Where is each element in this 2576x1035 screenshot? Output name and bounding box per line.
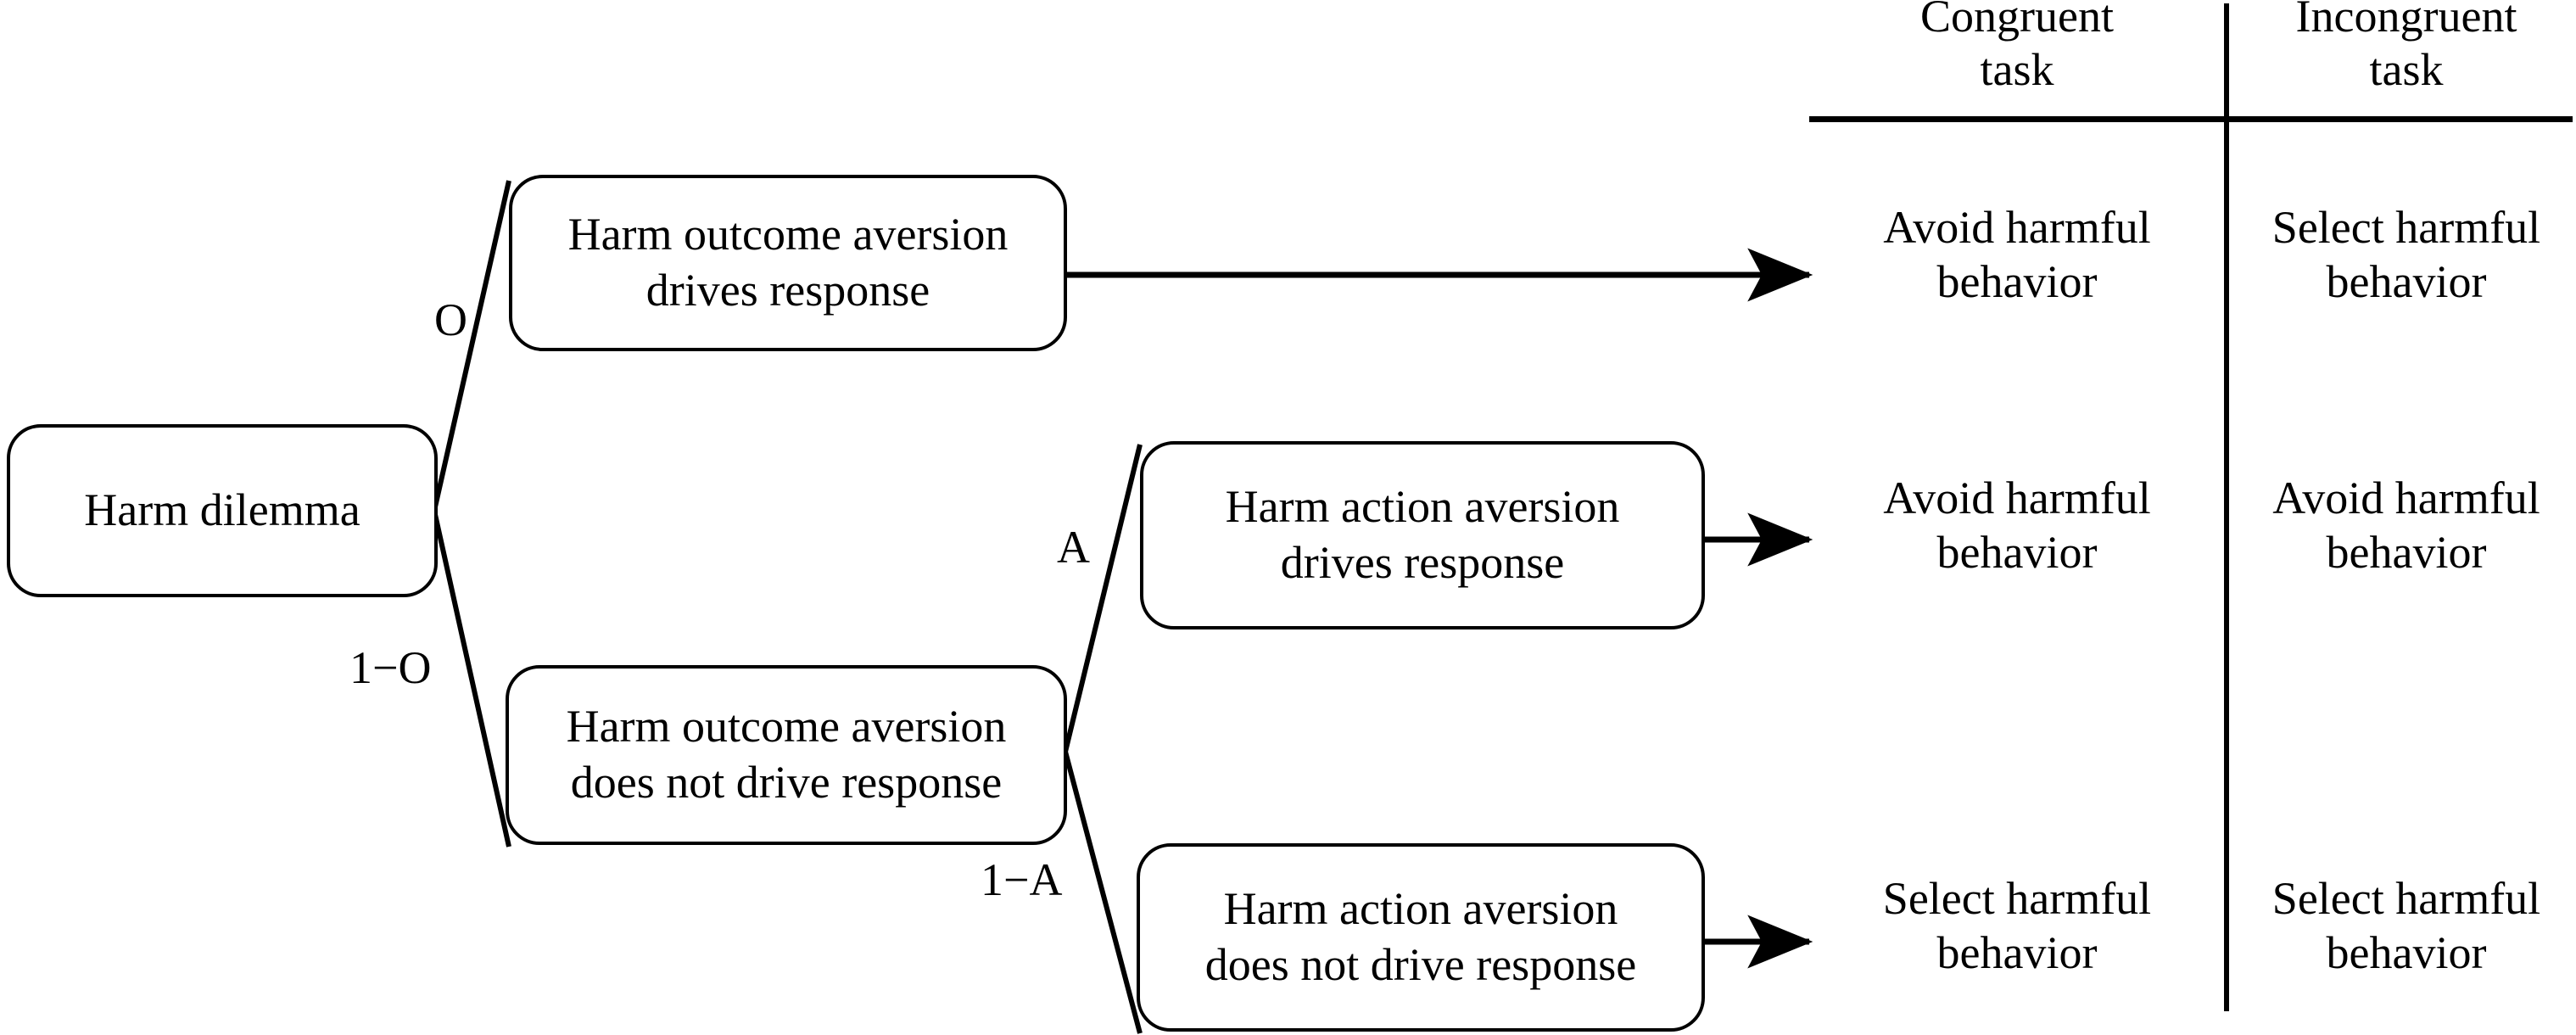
- column-header-incongruent: Incongruent task: [2295, 0, 2517, 95]
- branch-label-action-yes: A: [1057, 522, 1090, 573]
- outcome-congruent-row-1: Avoid harmful behavior: [1883, 202, 2151, 307]
- branch-label-outcome-yes: O: [434, 294, 467, 345]
- outcome-incongruent-row-2: Avoid harmful behavior: [2272, 473, 2540, 578]
- edge-outcome-to-action-drives: [1063, 444, 1143, 752]
- header-underline: [1809, 116, 2573, 122]
- branch-label-outcome-no: 1−O: [349, 642, 432, 693]
- node-outcome-aversion-not-drives-label: Harm outcome aversion does not drive res…: [566, 701, 1007, 808]
- column-divider: [2224, 3, 2229, 1011]
- node-action-aversion-not-drives[interactable]: Harm action aversion does not drive resp…: [1137, 843, 1705, 1032]
- outcome-congruent-row-2: Avoid harmful behavior: [1883, 473, 2151, 578]
- edge-root-to-outcome-not-drives: [432, 510, 511, 848]
- column-header-congruent: Congruent task: [1920, 0, 2114, 95]
- node-action-aversion-drives-label: Harm action aversion drives response: [1225, 481, 1620, 588]
- node-harm-dilemma-label: Harm dilemma: [84, 484, 360, 536]
- outcome-incongruent-row-1: Select harmful behavior: [2271, 202, 2541, 307]
- outcome-incongruent-row-3: Select harmful behavior: [2271, 873, 2541, 978]
- node-action-aversion-not-drives-label: Harm action aversion does not drive resp…: [1204, 883, 1637, 990]
- node-outcome-aversion-drives-label: Harm outcome aversion drives response: [567, 209, 1009, 316]
- node-outcome-aversion-not-drives[interactable]: Harm outcome aversion does not drive res…: [506, 665, 1067, 845]
- edge-root-to-outcome-drives: [432, 180, 511, 512]
- outcome-congruent-row-3: Select harmful behavior: [1882, 873, 2152, 978]
- branch-label-action-no: 1−A: [981, 854, 1063, 905]
- node-harm-dilemma[interactable]: Harm dilemma: [7, 424, 438, 597]
- node-action-aversion-drives[interactable]: Harm action aversion drives response: [1140, 441, 1705, 629]
- edge-outcome-to-action-not-drives: [1063, 751, 1143, 1034]
- node-outcome-aversion-drives[interactable]: Harm outcome aversion drives response: [509, 175, 1067, 351]
